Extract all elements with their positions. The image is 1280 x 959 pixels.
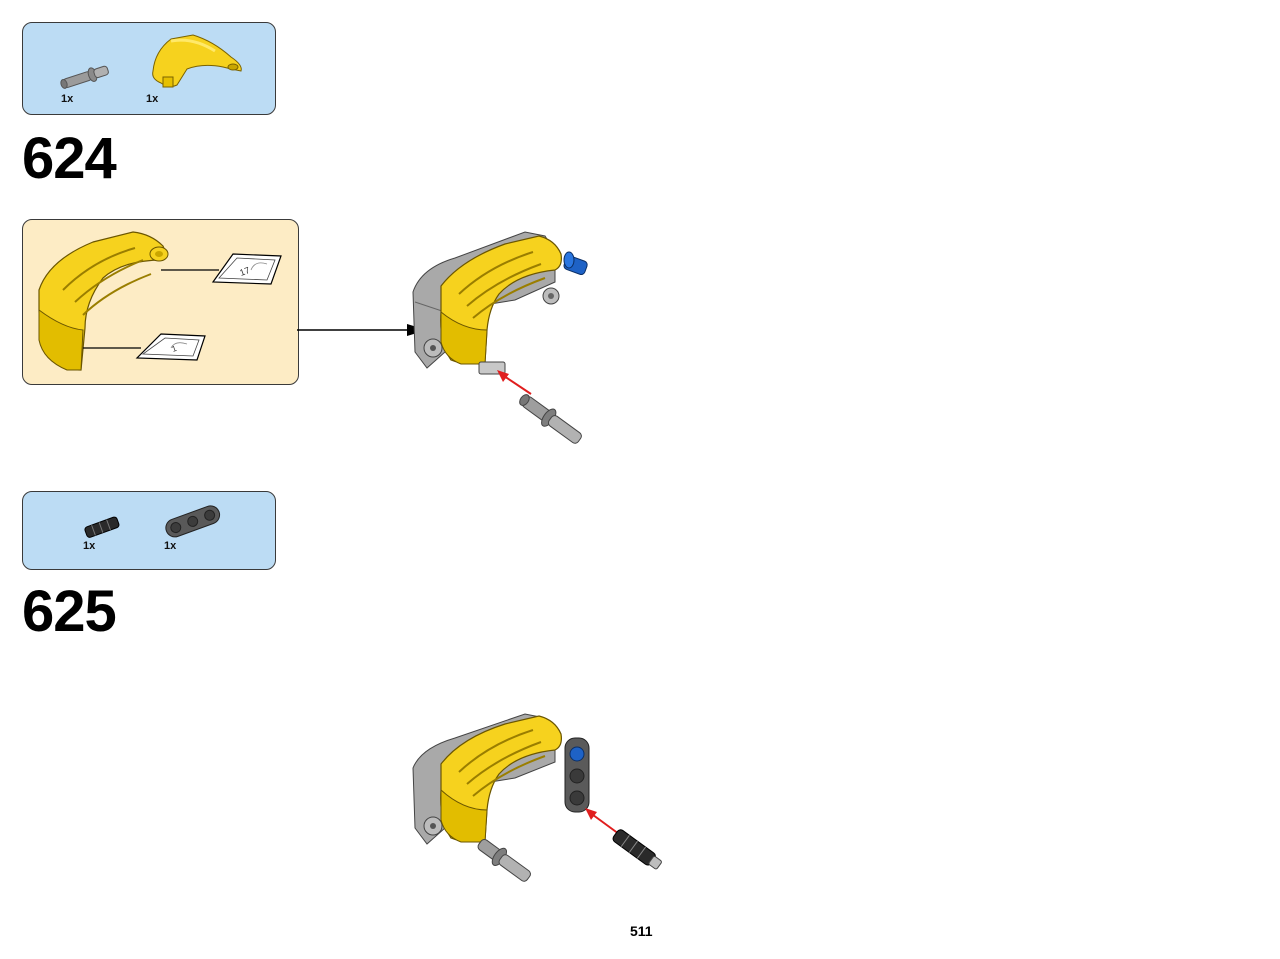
part-quantity: 1x [61, 93, 74, 105]
beam-3-icon [165, 505, 221, 538]
step-number: 625 [22, 579, 117, 644]
part-quantity: 1x [164, 540, 177, 552]
page-number: 511 [630, 923, 653, 939]
part-quantity: 1x [146, 93, 159, 105]
subassembly-callout: 17 1 [22, 219, 299, 385]
parts-list-step-625: 1x 1x [22, 491, 276, 570]
yellow-panel-icon [152, 34, 242, 88]
model-step-625 [412, 713, 662, 882]
model-step-624 [412, 231, 588, 444]
axle-connector-icon [84, 516, 120, 538]
step-number: 624 [22, 126, 117, 191]
sticker-label: 1 [171, 344, 179, 354]
pin-with-axle-icon [60, 65, 109, 89]
parts-list-step-624: 1x 1x [22, 22, 276, 115]
sticker-label: 17 [238, 265, 251, 278]
yellow-panel-with-stickers: 17 1 [38, 231, 282, 371]
part-quantity: 1x [83, 540, 96, 552]
